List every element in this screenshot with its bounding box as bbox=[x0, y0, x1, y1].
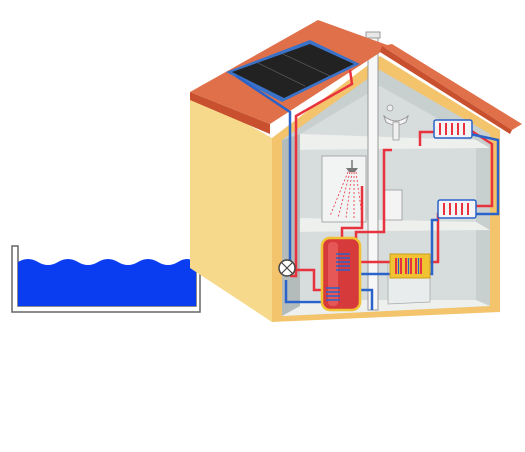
boiler-unit bbox=[389, 253, 431, 279]
storage-tank bbox=[320, 236, 362, 312]
roof-right-plane bbox=[382, 44, 522, 130]
roof bbox=[190, 20, 522, 134]
sink bbox=[382, 104, 410, 141]
pool bbox=[11, 245, 201, 313]
shower-head-icon bbox=[346, 168, 358, 172]
radiator-middle bbox=[437, 199, 477, 219]
hot-water-riser bbox=[354, 148, 392, 242]
roof-left-edge bbox=[190, 92, 270, 134]
sink-icon bbox=[382, 114, 410, 126]
radiator-link-pipe bbox=[418, 130, 436, 146]
chimney bbox=[365, 31, 381, 311]
chimney-stack bbox=[367, 33, 379, 311]
solar-panel bbox=[226, 40, 360, 102]
shower-cabin bbox=[321, 155, 367, 223]
roof-right-edge bbox=[380, 46, 512, 134]
heat-exchanger bbox=[278, 259, 296, 277]
boiler-tank-icon bbox=[320, 236, 362, 312]
attic-floor bbox=[282, 134, 490, 150]
tank-coil-lower bbox=[326, 287, 340, 301]
tank-coil-upper bbox=[336, 253, 350, 271]
tank-drain-pipe bbox=[358, 288, 374, 310]
washbasin-unit bbox=[383, 189, 403, 221]
house-side-wall bbox=[190, 92, 272, 322]
solar-hot-pipe bbox=[290, 69, 354, 278]
solar-panel-icon bbox=[232, 44, 354, 98]
pool-water bbox=[18, 259, 196, 306]
hot-water-feed bbox=[340, 186, 364, 240]
exchanger-to-tank-hot bbox=[296, 268, 326, 292]
radiator-upper bbox=[433, 119, 473, 139]
exchanger-to-tank-cold bbox=[284, 280, 326, 304]
shower bbox=[321, 155, 367, 223]
